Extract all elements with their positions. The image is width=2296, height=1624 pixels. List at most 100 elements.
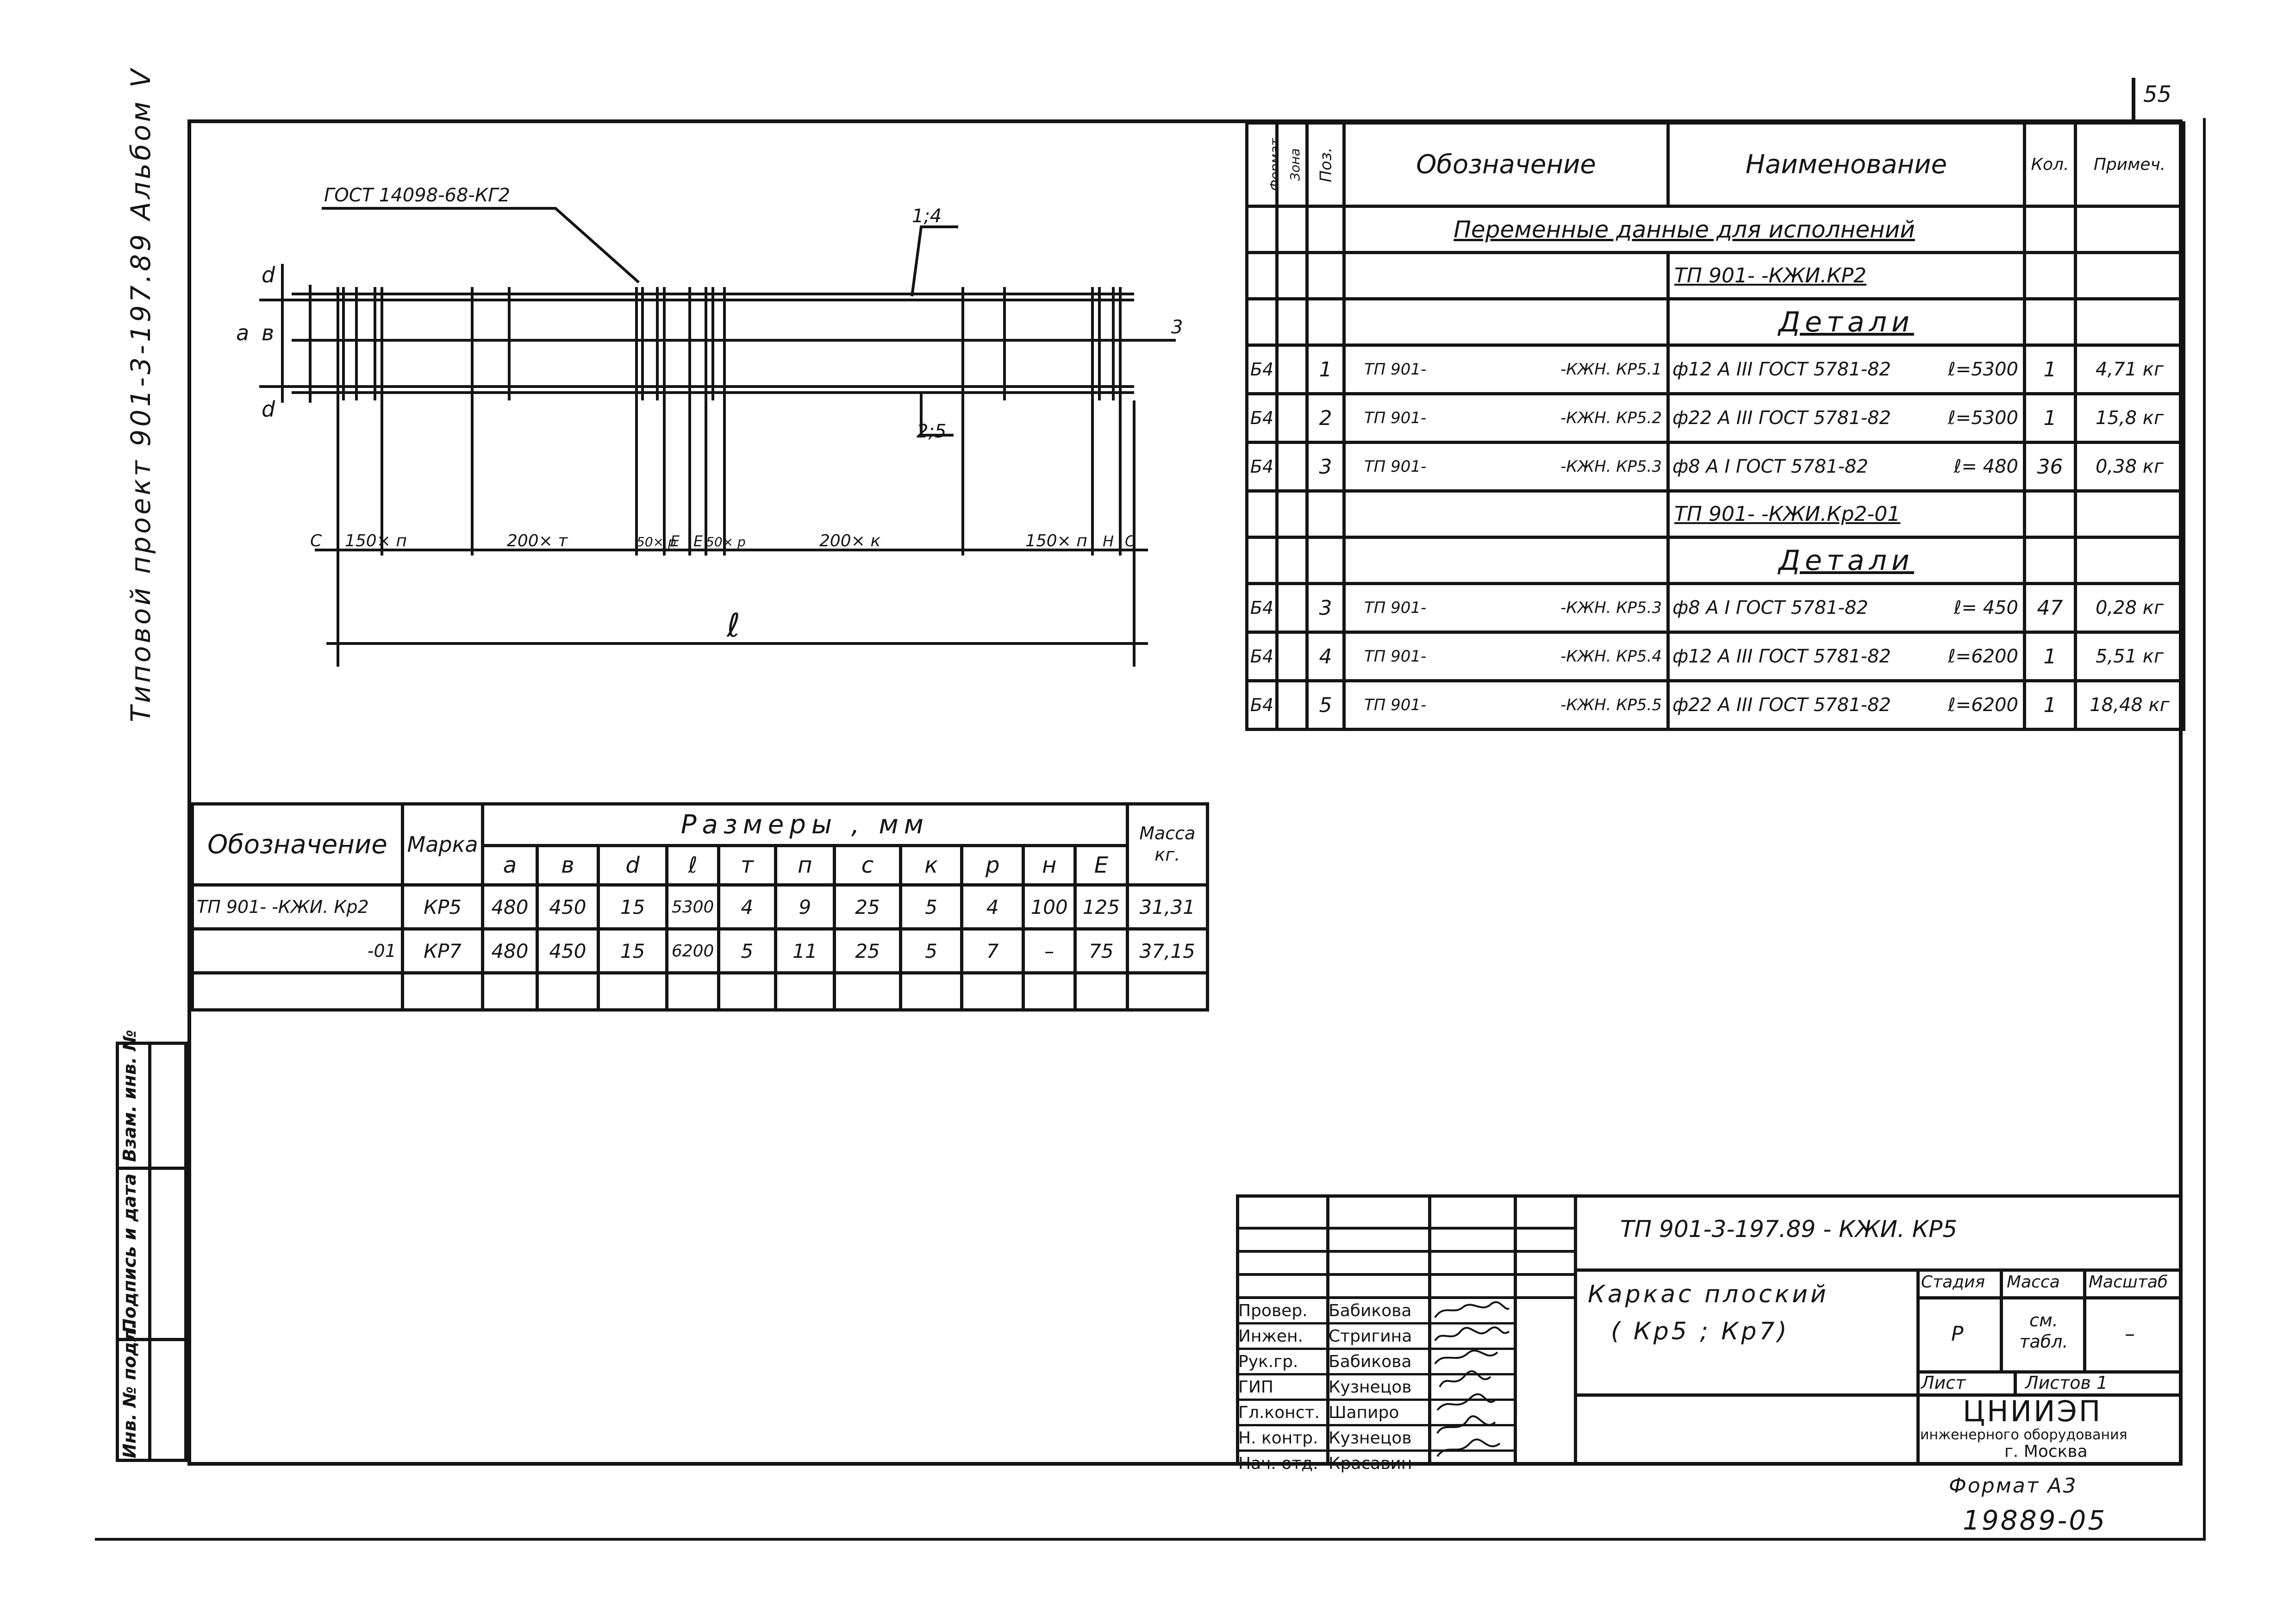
row2-qty: 1 [2023,392,2077,444]
col-d: d [597,844,669,887]
dim-d-top-label: d [262,262,275,287]
spacing-h: Н [1103,532,1114,550]
title-line-2: ( Кр5 ; Кр7) [1611,1318,1790,1345]
signatures [1434,1301,1510,1457]
sheet-number-box [2132,78,2135,123]
dims-row1-a: 480 [481,883,539,931]
dims-row1-m: 4 [717,883,777,931]
spacing-50p-left: 50× р [636,534,676,550]
org-line-1: ЦНИИЭП [1963,1394,2103,1428]
signature-mark [1436,1415,1496,1434]
dims-row1-mark: КР5 [400,883,485,931]
row5-designation: ТП 901--КЖН. КР5.4 [1342,631,1670,682]
spacing-c-right: С [1125,532,1136,550]
dims-row2-b: 450 [535,927,600,974]
dims-row1-n: 9 [774,883,836,931]
side-cell-sign: Подпись и дата [119,1173,140,1333]
exec-1: ТП 901- -КЖИ.КР2 [1666,251,2026,300]
sheets-label: Листов 1 [2025,1373,2108,1393]
dims-header-sizes: Размеры , мм [481,802,1129,847]
exec-2: ТП 901- -КЖИ.Кр2-01 [1666,489,2026,539]
dims-header-mass: Масса кг. [1125,802,1210,887]
row6-qty: 1 [2023,679,2077,731]
col-k: к [898,844,964,887]
row6-note: 18,48 кг [2074,679,2185,731]
dims-row2-h: – [1022,927,1077,974]
dims-row2-c: 25 [833,927,902,974]
details-2: Детали [1666,536,2026,585]
dims-row2-k: 5 [898,927,964,974]
row4-note: 0,28 кг [2074,582,2185,634]
row1-pos: 1 [1305,344,1346,395]
gost-note: ГОСТ 14098-68-КГ2 [324,185,510,206]
col-c: с [833,844,902,887]
col-a: а [481,844,539,887]
row1-note: 4,71 кг [2074,344,2185,395]
project-label: Типовой проект 901-3-197.89 Альбом V [125,66,156,722]
row5-pos: 4 [1305,631,1346,682]
person-row: Нач. отд. Красавин [1238,1454,1412,1473]
spacing-e-right: Е [693,532,703,550]
spacing-c-left: С [310,531,322,550]
person-row: Провер. Бабикова [1238,1299,1516,1324]
sheet-label: Лист [1921,1373,1966,1393]
dims-header-mark: Марка [400,802,485,887]
dims-row1-designation: ТП 901- -КЖИ. Кр2 [191,883,404,931]
col-n: п [774,844,836,887]
row4-qty: 47 [2023,582,2077,634]
row3-qty: 36 [2023,441,2077,493]
callout-1: 1;4 [912,206,942,227]
row6-designation: ТП 901--КЖН. КР5.5 [1342,679,1670,731]
frame-right [2179,119,2183,1466]
dims-table: Обозначение Марка Размеры , мм Масса кг.… [191,802,1210,1012]
dims-row2-d: 15 [597,927,669,974]
dims-row1-l: 5300 [665,883,721,931]
row1-format: Б4 [1245,344,1279,395]
mass-header: Масса [2007,1273,2060,1292]
format-label: Формат А3 [1949,1474,2078,1498]
row2-pos: 2 [1305,392,1346,444]
header-designation: Обозначение [1342,121,1670,208]
row3-designation: ТП 901--КЖН. КР5.3 [1342,441,1670,493]
dims-row2-l: 6200 [665,927,721,974]
spacing-200m: 200× т [507,531,568,550]
col-h: н [1022,844,1077,887]
person-row: Инжен. Стригина [1238,1324,1516,1350]
callout-3: 3 [1171,317,1183,338]
length-label: ℓ [726,606,740,644]
scale-value: – [2125,1322,2135,1346]
dims-row1-h: 100 [1022,883,1077,931]
header-name: Наименование [1666,121,2026,208]
org-line-2: инженерного оборудования [1920,1427,2128,1443]
frame-bottom [187,1462,2183,1466]
person-row: ГИП Кузнецов [1238,1375,1516,1401]
dims-row1-mass: 31,31 [1125,883,1210,931]
frame-drawing: ГОСТ 14098-68-КГ2 1;4 2;5 3 а в d d С 15… [236,185,1183,667]
dim-d-bottom-label: d [262,397,275,422]
dim-b-label: в [262,320,274,345]
dims-row2-m: 5 [717,927,777,974]
row3-note: 0,38 кг [2074,441,2185,493]
spacing-150n-left: 150× п [345,531,407,550]
dims-row1-p: 4 [960,883,1025,931]
dims-row2-e: 75 [1073,927,1129,974]
dims-row1-e: 125 [1073,883,1129,931]
dims-row2-n: 11 [774,927,836,974]
row5-qty: 1 [2023,631,2077,682]
signature-mark [1436,1438,1501,1457]
row2-format: Б4 [1245,392,1279,444]
header-zone: Зона [1275,121,1309,208]
frame-top [187,119,2183,123]
dims-row2-p: 7 [960,927,1025,974]
row3-format: Б4 [1245,441,1279,493]
dims-row1-c: 25 [833,883,902,931]
scale-header: Масштаб [2089,1273,2168,1292]
row1-designation: ТП 901--КЖН. КР5.1 [1342,344,1670,395]
col-e: Е [1073,844,1129,887]
row5-note: 5,51 кг [2074,631,2185,682]
col-m: т [717,844,777,887]
archive-number: 19889-05 [1963,1505,2107,1536]
